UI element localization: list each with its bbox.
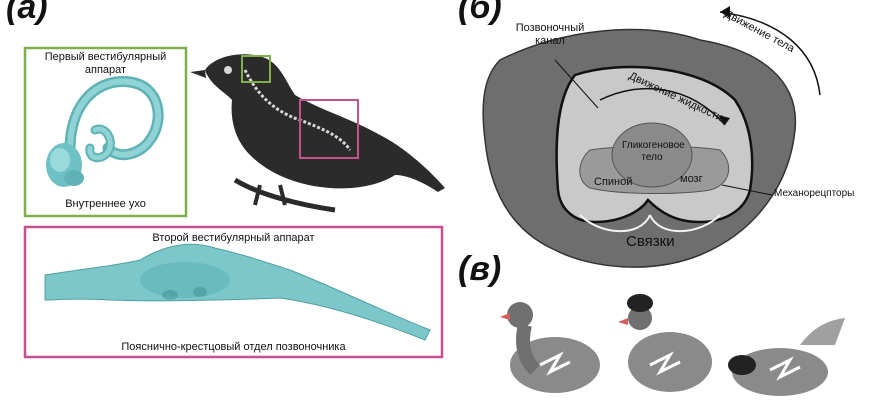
panel-letter-b: (б) — [458, 0, 502, 26]
lumbosacral-illustration — [44, 243, 431, 341]
lumbosacral-title: Второй вестибулярный аппарат — [152, 232, 315, 244]
ligaments-arcs — [579, 214, 721, 233]
glycogen-body-label: Гликогеновое тело — [622, 140, 685, 163]
pigeon-3 — [728, 318, 845, 396]
bird-silhouette — [190, 54, 445, 213]
lumbosacral-label: Пояснично-крестцовый отдел позвоночника — [121, 341, 346, 353]
body-motion-arrowhead — [720, 6, 730, 18]
mechanoreceptors-label: Механорецпторы — [774, 188, 855, 199]
fluid-motion-arrow — [599, 87, 726, 126]
ligaments-label: Связки — [626, 233, 675, 250]
bird-head-highlight — [241, 55, 271, 83]
canal-pointer — [554, 59, 599, 109]
fluid-motion-arrowhead — [718, 115, 730, 125]
panel-letter-a: (a) — [6, 0, 48, 26]
pigeon-2 — [618, 294, 712, 392]
spinal-label: Спиной — [594, 176, 633, 188]
lumbosacral-inset-frame — [23, 225, 444, 359]
cord-label: мозг — [680, 173, 703, 185]
cochlea-illustration — [46, 143, 84, 187]
inner-ear-inset-frame — [23, 46, 188, 218]
panel-letter-v: (в) — [458, 250, 502, 288]
mechanoreceptor-pointer — [721, 184, 773, 196]
inner-ear-label: Внутреннее ухо — [65, 198, 146, 210]
bird-pelvis-highlight — [299, 99, 359, 159]
pigeon-1 — [500, 302, 600, 393]
glycogen-body — [611, 122, 693, 188]
inner-ear-title: Первый вестибулярный аппарат — [44, 51, 167, 76]
body-motion-arrow — [719, 11, 821, 96]
inner-ear-illustration — [64, 76, 164, 163]
spinal-canal-label: Позвоночный канал — [515, 22, 585, 47]
